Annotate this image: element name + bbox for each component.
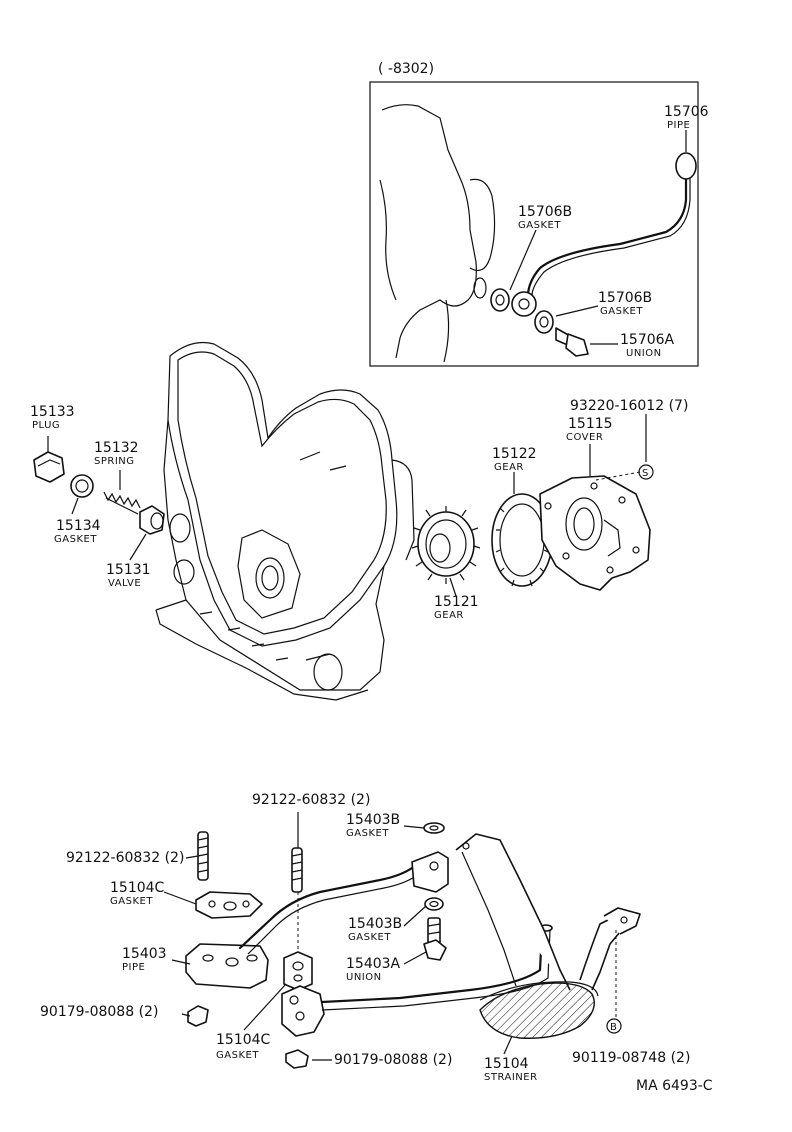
svg-text:15706B: 15706B: [518, 204, 572, 220]
svg-text:COVER: COVER: [566, 432, 603, 443]
spring-15132: [103, 491, 141, 515]
callout-15132: 15132 SPRING: [94, 440, 139, 467]
svg-text:PIPE: PIPE: [122, 962, 145, 973]
callout-92122-center: 92122-60832 (2): [252, 792, 370, 808]
gasket-15403b-upper: [423, 822, 445, 834]
callout-15133: 15133 PLUG: [30, 404, 75, 431]
s-marker: S: [638, 464, 654, 480]
callout-15104: 15104 STRAINER: [484, 1056, 538, 1083]
svg-text:GASKET: GASKET: [216, 1050, 259, 1061]
svg-text:92122-60832 (2): 92122-60832 (2): [66, 850, 184, 866]
callout-15706a: 15706A UNION: [620, 332, 675, 359]
svg-text:90119-08748 (2): 90119-08748 (2): [572, 1050, 690, 1066]
svg-text:15706: 15706: [664, 104, 709, 120]
svg-text:15403B: 15403B: [348, 916, 402, 932]
callout-15403a: 15403A UNION: [346, 956, 401, 983]
svg-text:GASKET: GASKET: [54, 534, 97, 545]
svg-text:90179-08088 (2): 90179-08088 (2): [40, 1004, 158, 1020]
svg-text:92122-60832 (2): 92122-60832 (2): [252, 792, 370, 808]
timing-cover-housing: [155, 341, 415, 701]
nut-90179-lower: [285, 1049, 309, 1069]
svg-text:15122: 15122: [492, 446, 537, 462]
callout-15104c-lower: 15104C GASKET: [216, 1032, 271, 1061]
gasket-15403b-lower: [424, 897, 444, 911]
svg-text:15706B: 15706B: [598, 290, 652, 306]
b-marker: B: [606, 1018, 622, 1034]
svg-text:UNION: UNION: [626, 348, 662, 359]
callout-90179-upper: 90179-08088 (2): [40, 1004, 158, 1020]
callout-15403b-lower: 15403B GASKET: [348, 916, 402, 943]
callout-92122-left: 92122-60832 (2): [66, 850, 184, 866]
svg-text:PIPE: PIPE: [667, 120, 690, 131]
stud-left: [197, 831, 209, 881]
svg-text:15131: 15131: [106, 562, 151, 578]
callout-93220: 93220-16012 (7): [570, 398, 688, 414]
svg-text:90179-08088 (2): 90179-08088 (2): [334, 1052, 452, 1068]
svg-text:93220-16012 (7): 93220-16012 (7): [570, 398, 688, 414]
svg-text:B: B: [610, 1022, 617, 1033]
gasket-15134: [70, 474, 94, 498]
svg-text:GASKET: GASKET: [600, 306, 643, 317]
svg-text:15706A: 15706A: [620, 332, 675, 348]
union-15403a: [423, 917, 447, 961]
valve-15131: [139, 505, 165, 535]
callout-15115: 15115 COVER: [566, 416, 613, 443]
svg-text:15132: 15132: [94, 440, 139, 456]
svg-text:15403A: 15403A: [346, 956, 401, 972]
svg-text:15115: 15115: [568, 416, 613, 432]
svg-text:GEAR: GEAR: [494, 462, 524, 473]
callout-15706b-lower: 15706B GASKET: [598, 290, 652, 317]
callout-15706: 15706 PIPE: [664, 104, 709, 131]
callout-15131: 15131 VALVE: [106, 562, 151, 589]
callout-15121: 15121 GEAR: [434, 594, 479, 621]
strainer-pipe-flange: [281, 985, 325, 1037]
inset-gaskets-union: [490, 288, 589, 357]
callout-90119: 90119-08748 (2): [572, 1050, 690, 1066]
inset-header: ( -8302): [378, 61, 434, 77]
svg-text:15403B: 15403B: [346, 812, 400, 828]
svg-text:GASKET: GASKET: [348, 932, 391, 943]
svg-text:UNION: UNION: [346, 972, 382, 983]
callout-15403b-upper: 15403B GASKET: [346, 812, 400, 839]
svg-text:PLUG: PLUG: [32, 420, 60, 431]
inset-housing-outline: [379, 104, 496, 363]
svg-text:15104: 15104: [484, 1056, 529, 1072]
svg-text:15403: 15403: [122, 946, 167, 962]
callout-15706b-upper: 15706B GASKET: [518, 204, 572, 231]
strainer-15104: [320, 833, 641, 1039]
callout-15403: 15403 PIPE: [122, 946, 167, 973]
drawing-code: MA 6493-C: [636, 1078, 713, 1094]
svg-text:SPRING: SPRING: [94, 456, 135, 467]
callout-15134: 15134 GASKET: [54, 518, 101, 545]
gasket-15104c-upper: [195, 891, 263, 919]
svg-text:GASKET: GASKET: [110, 896, 153, 907]
gear-15121: [411, 506, 481, 584]
svg-text:15134: 15134: [56, 518, 101, 534]
svg-text:GASKET: GASKET: [346, 828, 389, 839]
callout-15104c-upper: 15104C GASKET: [110, 880, 165, 907]
callout-90179-lower: 90179-08088 (2): [334, 1052, 452, 1068]
svg-text:S: S: [642, 468, 649, 479]
plug-15133: [33, 451, 65, 483]
inset-pipe: [511, 152, 697, 317]
svg-text:STRAINER: STRAINER: [484, 1072, 538, 1083]
svg-text:15121: 15121: [434, 594, 479, 610]
callout-15122: 15122 GEAR: [492, 446, 537, 473]
svg-text:GEAR: GEAR: [434, 610, 464, 621]
inset-frame: [369, 81, 699, 367]
pipe-15403: [185, 851, 449, 989]
svg-text:15104C: 15104C: [216, 1032, 271, 1048]
svg-text:15133: 15133: [30, 404, 75, 420]
svg-text:VALVE: VALVE: [108, 578, 141, 589]
svg-text:GASKET: GASKET: [518, 220, 561, 231]
stud-center: [291, 847, 303, 893]
nut-90179-upper: [187, 1005, 209, 1027]
cover-15115: [539, 475, 651, 591]
svg-text:15104C: 15104C: [110, 880, 165, 896]
gasket-15104c-lower: [283, 951, 313, 991]
